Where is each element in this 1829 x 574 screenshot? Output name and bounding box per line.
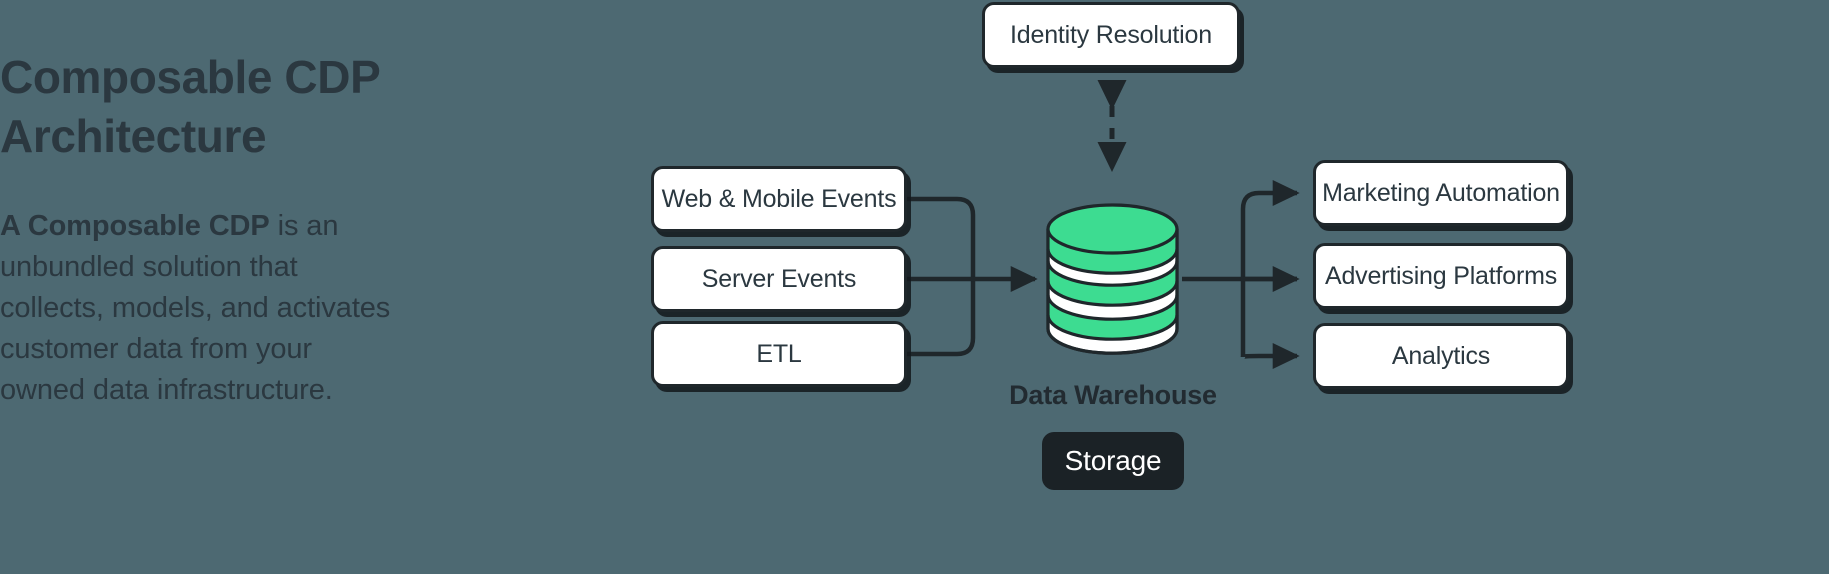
destination-connectors — [1182, 179, 1300, 370]
node-identity-resolution[interactable]: Identity Resolution — [982, 2, 1240, 68]
node-label: Web & Mobile Events — [661, 184, 897, 213]
source-connectors — [907, 196, 1038, 357]
node-advertising-platforms[interactable]: Advertising Platforms — [1313, 243, 1569, 309]
node-analytics[interactable]: Analytics — [1313, 323, 1569, 389]
node-label: Server Events — [701, 264, 857, 293]
node-label: Marketing Automation — [1322, 178, 1560, 207]
page-description: A Composable CDP is an unbundled solutio… — [0, 206, 400, 412]
page-description-lead: A Composable CDP — [0, 209, 270, 242]
page-title: Composable CDP Architecture — [0, 51, 380, 162]
node-label: Analytics — [1391, 341, 1491, 370]
node-label: ETL — [756, 339, 802, 368]
node-marketing-automation[interactable]: Marketing Automation — [1313, 160, 1569, 226]
storage-badge-label: Storage — [1064, 445, 1162, 476]
node-server-events[interactable]: Server Events — [651, 246, 907, 312]
node-label: Identity Resolution — [1010, 20, 1212, 49]
node-label: Advertising Platforms — [1325, 261, 1557, 290]
intro-text-column: Composable CDP Architecture A Composable… — [0, 48, 470, 412]
storage-badge: Storage — [1042, 432, 1184, 490]
database-cylinder-icon — [1046, 203, 1179, 355]
node-etl[interactable]: ETL — [651, 321, 907, 387]
node-web-mobile-events[interactable]: Web & Mobile Events — [651, 166, 907, 232]
data-warehouse-label: Data Warehouse — [1009, 380, 1217, 410]
page-description-rest: is an unbundled solution that collects, … — [0, 209, 391, 407]
